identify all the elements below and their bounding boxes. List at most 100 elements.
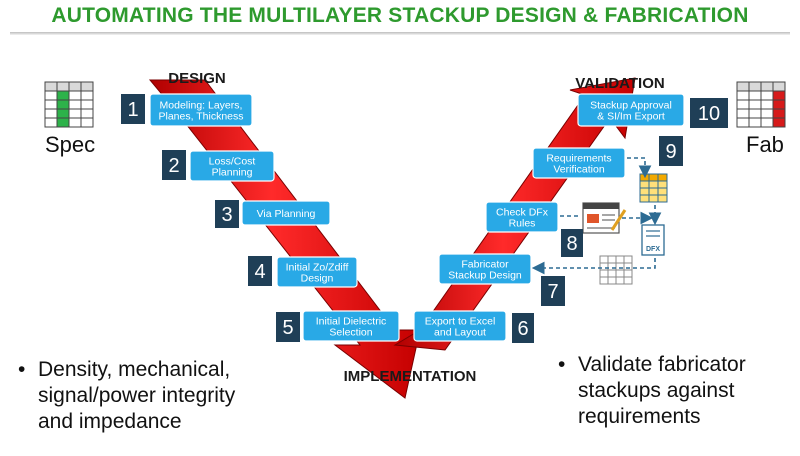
page-title: AUTOMATING THE MULTILAYER STACKUP DESIGN…: [51, 4, 749, 27]
grid-cell: [599, 269, 609, 278]
step-text: Fabricator: [461, 259, 509, 271]
step-text: & SI/Im Export: [597, 111, 665, 123]
grid-cell: [648, 187, 659, 196]
grid-cell: [760, 117, 774, 128]
step-number-box: [162, 150, 186, 180]
step-box: [413, 310, 507, 342]
bullet-right-line-1: Validate fabricator: [578, 353, 746, 376]
step-number-box: [248, 256, 272, 286]
step-text: Check DFx: [496, 207, 549, 219]
grid-cell: [68, 99, 82, 110]
step-number: 2: [168, 155, 179, 177]
grid-cell: [736, 90, 750, 101]
step-number: 3: [221, 204, 232, 226]
step-3: Via Planning 3: [215, 200, 331, 228]
step-1: Modeling: Layers,Planes, Thickness 1: [121, 93, 253, 127]
step-box: [189, 150, 275, 182]
grid-cell: [639, 187, 650, 196]
grid-cell: [599, 276, 609, 285]
step-number: 1: [127, 99, 138, 121]
grid-cell: [760, 90, 774, 101]
step-text: Requirements: [546, 153, 611, 165]
step-text: Design: [301, 273, 334, 285]
step-number-box: [121, 94, 145, 124]
grid-cell: [80, 117, 94, 128]
step-text: Via Planning: [257, 208, 316, 220]
grid-cell: [639, 180, 650, 189]
grid-cell: [772, 117, 786, 128]
grid-cell: [68, 108, 82, 119]
step-box: [485, 201, 559, 233]
bullet-right-line-2: stackups against: [578, 379, 735, 402]
step-number: 7: [547, 281, 558, 303]
grid-cell: [80, 99, 94, 110]
step-box: [532, 147, 626, 179]
bullet-left: • Density, mechanical, signal/power inte…: [18, 357, 235, 435]
step-text: Selection: [329, 327, 372, 339]
step-number-box: [541, 276, 565, 306]
grid-cell: [760, 99, 774, 110]
step-text: Modeling: Layers,: [160, 100, 243, 112]
grid-cell: [607, 255, 617, 264]
grid-cell: [80, 108, 94, 119]
step-box: [149, 93, 253, 127]
step-number: 6: [517, 318, 528, 340]
step-text: Rules: [509, 218, 536, 230]
bullet-right: • Validate fabricator stackups against r…: [558, 352, 746, 430]
grid-cell: [607, 262, 617, 271]
step-box: [438, 253, 532, 285]
grid-cell: [599, 255, 609, 264]
rules-checklist-icon: [582, 202, 627, 234]
grid-cell: [657, 194, 668, 203]
grid-cell: [639, 173, 650, 182]
grid-cell: [56, 81, 70, 92]
grid-cell: [599, 262, 609, 271]
spec-label: Spec: [45, 132, 95, 157]
grid-cell: [772, 90, 786, 101]
grid-cell: [748, 90, 762, 101]
bullet-dot: •: [18, 358, 26, 381]
grid-cell: [44, 117, 58, 128]
grid-cell: [772, 99, 786, 110]
step-number: 10: [698, 103, 720, 125]
grid-cell: [748, 81, 762, 92]
grid-cell: [639, 194, 650, 203]
step-text: Planning: [212, 167, 253, 179]
grid-cell: [760, 108, 774, 119]
grid-cell: [736, 81, 750, 92]
grid-cell: [657, 173, 668, 182]
step-number: 5: [282, 317, 293, 339]
grid-cell: [68, 117, 82, 128]
implementation-label: IMPLEMENTATION: [344, 368, 477, 385]
grid-cell: [615, 255, 625, 264]
step-number-box: [561, 229, 583, 257]
grid-cell: [56, 90, 70, 101]
step-number: 9: [665, 141, 676, 163]
grid-cell: [623, 276, 633, 285]
step-number-box: [512, 313, 534, 343]
grid-cell: [80, 81, 94, 92]
grid-cell: [615, 262, 625, 271]
step-number-box: [276, 312, 300, 342]
grid-cell: [657, 187, 668, 196]
grid-cell: [44, 108, 58, 119]
bullet-left-line-1: Density, mechanical,: [38, 358, 231, 381]
grid-cell: [772, 108, 786, 119]
fab-label: Fab: [746, 132, 784, 157]
grid-cell: [56, 117, 70, 128]
step-text: Planes, Thickness: [158, 111, 243, 123]
gray-sheet-icon: [599, 255, 633, 285]
grid-cell: [44, 99, 58, 110]
grid-cell: [623, 255, 633, 264]
grid-cell: [760, 81, 774, 92]
grid-cell: [736, 108, 750, 119]
step-text: Initial Zo/Zdiff: [286, 262, 349, 274]
step-text: Stackup Design: [448, 270, 522, 282]
grid-cell: [44, 90, 58, 101]
